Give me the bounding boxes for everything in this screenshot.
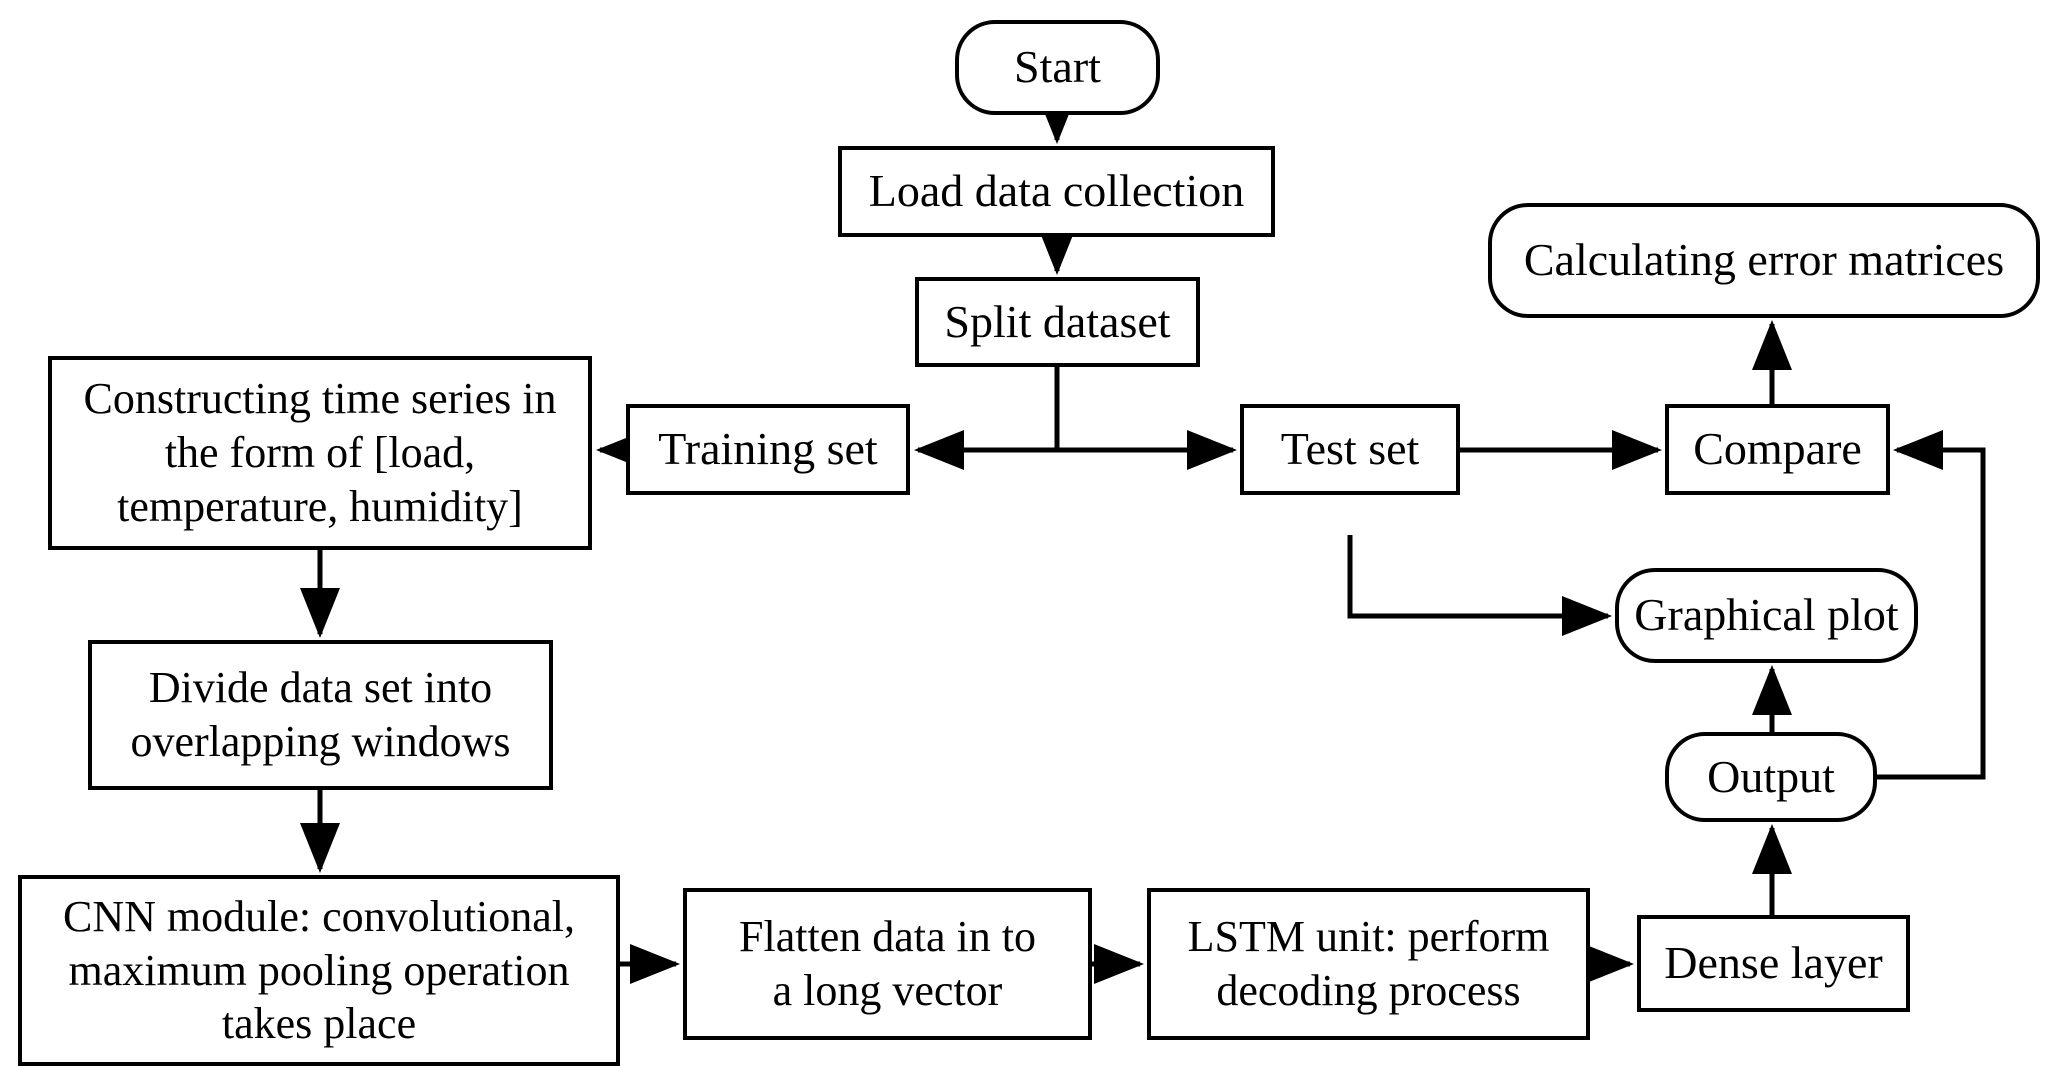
- node-training-set[interactable]: Training set: [626, 404, 910, 495]
- node-test-set-label: Test set: [1280, 423, 1420, 475]
- node-calculating-error-matrices[interactable]: Calculating error matrices: [1488, 203, 2040, 318]
- edge-testset-to-graphplot: [1347, 535, 1613, 636]
- node-output-label: Output: [1707, 750, 1835, 802]
- node-divide-data-set[interactable]: Divide data set into overlapping windows: [88, 640, 553, 790]
- node-split-dataset[interactable]: Split dataset: [915, 277, 1200, 367]
- edge-output-to-compare: [1877, 430, 1986, 780]
- node-load-data-collection[interactable]: Load data collection: [838, 146, 1275, 237]
- node-split-dataset-label: Split dataset: [944, 295, 1171, 347]
- node-graphical-plot-label: Graphical plot: [1634, 589, 1899, 641]
- node-training-set-label: Training set: [658, 423, 878, 475]
- node-lstm-unit[interactable]: LSTM unit: perform decoding process: [1147, 888, 1590, 1040]
- node-compare-label: Compare: [1693, 423, 1862, 475]
- node-constructing-time-series-label: Constructing time series in the form of …: [83, 374, 557, 531]
- node-start[interactable]: Start: [955, 20, 1160, 115]
- node-dense-layer-label: Dense layer: [1664, 937, 1883, 989]
- node-constructing-time-series[interactable]: Constructing time series in the form of …: [48, 356, 592, 550]
- node-flatten-data[interactable]: Flatten data in to a long vector: [683, 888, 1092, 1040]
- node-dense-layer[interactable]: Dense layer: [1637, 915, 1910, 1012]
- node-test-set[interactable]: Test set: [1240, 404, 1460, 495]
- node-load-data-collection-label: Load data collection: [868, 165, 1245, 217]
- node-compare[interactable]: Compare: [1665, 404, 1890, 495]
- node-graphical-plot[interactable]: Graphical plot: [1615, 568, 1918, 663]
- node-cnn-module-label: CNN module: convolutional, maximum pooli…: [62, 891, 576, 1049]
- node-output[interactable]: Output: [1665, 732, 1877, 822]
- node-divide-data-set-label: Divide data set into overlapping windows: [130, 663, 511, 766]
- node-lstm-unit-label: LSTM unit: perform decoding process: [1187, 912, 1550, 1015]
- node-cnn-module[interactable]: CNN module: convolutional, maximum pooli…: [18, 875, 620, 1066]
- node-flatten-data-label: Flatten data in to a long vector: [739, 912, 1036, 1015]
- node-start-label: Start: [1014, 41, 1101, 93]
- node-calculating-error-matrices-label: Calculating error matrices: [1523, 234, 2005, 286]
